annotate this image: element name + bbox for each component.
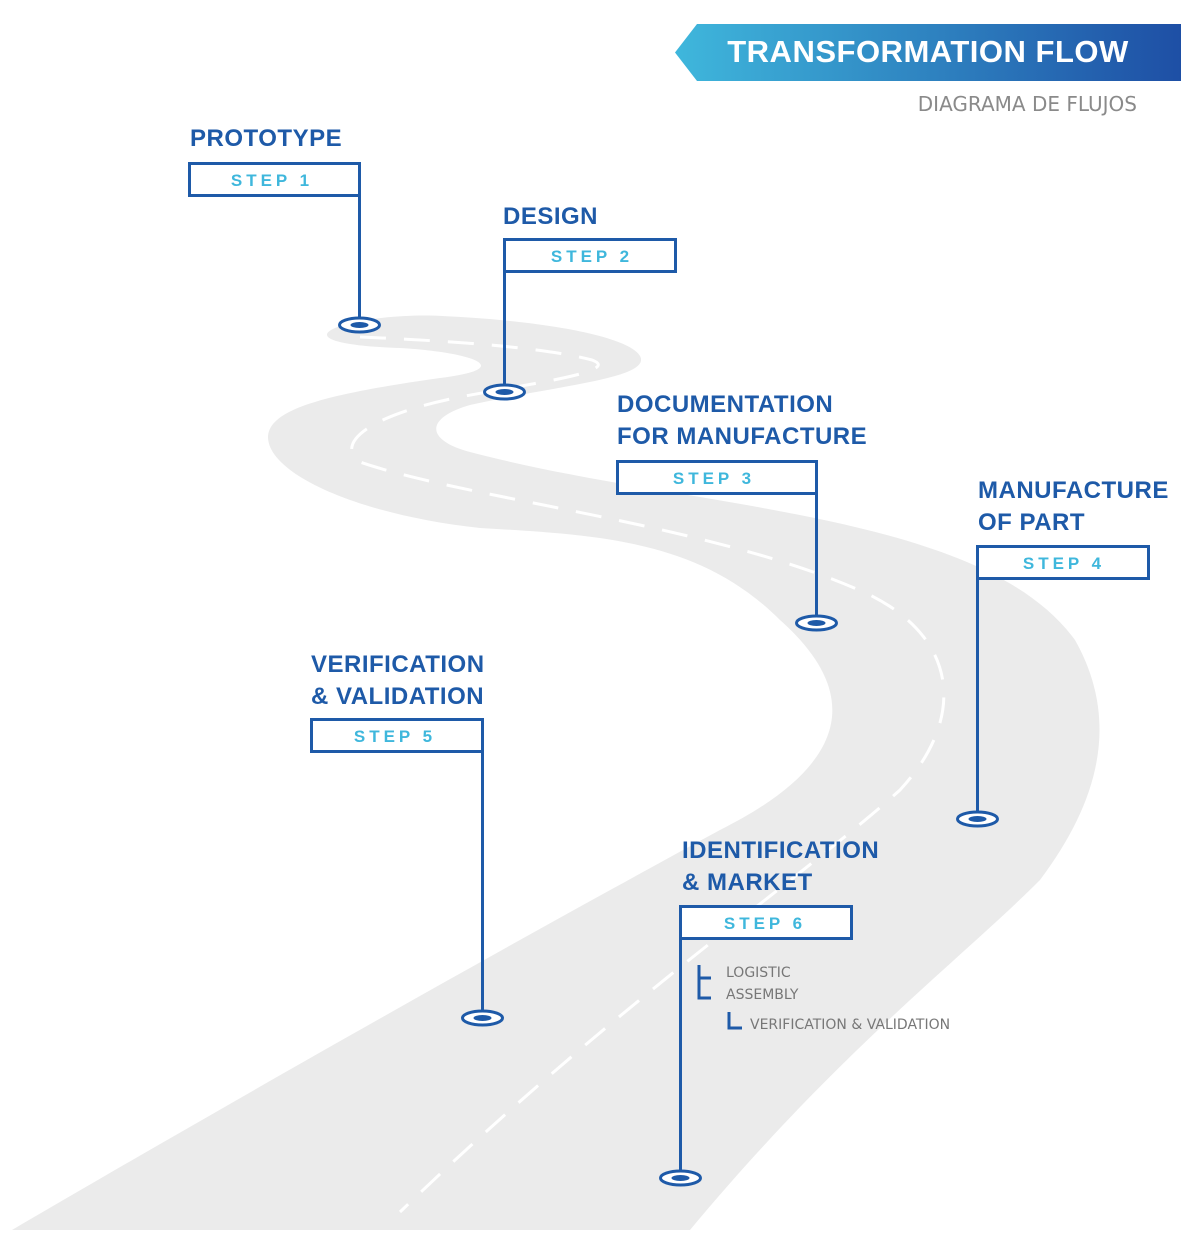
banner-subtitle: DIAGRAMA DE FLUJOS xyxy=(918,92,1137,116)
pole-base-dot xyxy=(350,322,369,328)
step-6-marker: IDENTIFICATION & MARKET STEP 6 LOGISTIC … xyxy=(659,837,950,1187)
road-arrow-tip xyxy=(420,316,442,326)
step-title: IDENTIFICATION xyxy=(682,837,879,864)
step-label: STEP 1 xyxy=(231,171,313,190)
step-label: STEP 5 xyxy=(354,727,436,746)
road-centerline xyxy=(350,335,946,1214)
substep-verification: VERIFICATION & VALIDATION xyxy=(750,1017,950,1033)
banner-title: TRANSFORMATION FLOW xyxy=(727,34,1129,69)
bracket-icon xyxy=(727,1012,742,1030)
substep-assembly: ASSEMBLY xyxy=(726,987,799,1003)
step-title: & MARKET xyxy=(682,869,813,896)
step-title: DOCUMENTATION xyxy=(617,391,833,418)
substep-logistic: LOGISTIC xyxy=(726,965,791,981)
step-flag xyxy=(310,718,484,753)
step-title: PROTOTYPE xyxy=(190,125,342,152)
step-3-marker: DOCUMENTATION FOR MANUFACTURE STEP 3 xyxy=(616,391,867,632)
pole-base-dot xyxy=(473,1015,492,1021)
step-5-marker: VERIFICATION & VALIDATION STEP 5 xyxy=(310,651,504,1027)
step-flag xyxy=(188,162,361,197)
step-flag xyxy=(616,460,818,495)
header-banner: TRANSFORMATION FLOW DIAGRAMA DE FLUJOS xyxy=(675,24,1181,116)
step-label: STEP 3 xyxy=(673,469,755,488)
step-label: STEP 4 xyxy=(1023,554,1105,573)
step-4-marker: MANUFACTURE OF PART STEP 4 xyxy=(956,477,1169,828)
step-title: OF PART xyxy=(978,509,1085,536)
bracket-icon xyxy=(697,978,711,1000)
step-label: STEP 6 xyxy=(724,914,806,933)
banner-shape xyxy=(675,24,1181,81)
step-title: FOR MANUFACTURE xyxy=(617,423,867,450)
pole-base-dot xyxy=(495,389,514,395)
step-label: STEP 2 xyxy=(551,247,633,266)
substep-list: LOGISTIC ASSEMBLY VERIFICATION & VALIDAT… xyxy=(697,965,950,1033)
step-title: VERIFICATION xyxy=(311,651,485,678)
road-surface xyxy=(12,315,1100,1230)
pole-base-dot xyxy=(671,1175,690,1181)
step-1-marker: PROTOTYPE STEP 1 xyxy=(188,125,381,334)
road xyxy=(12,315,1100,1230)
step-title: & VALIDATION xyxy=(311,683,484,710)
step-title: DESIGN xyxy=(503,203,598,230)
pole-base-dot xyxy=(968,816,987,822)
pole-base-dot xyxy=(807,620,826,626)
step-2-marker: DESIGN STEP 2 xyxy=(483,203,677,401)
step-title: MANUFACTURE xyxy=(978,477,1169,504)
